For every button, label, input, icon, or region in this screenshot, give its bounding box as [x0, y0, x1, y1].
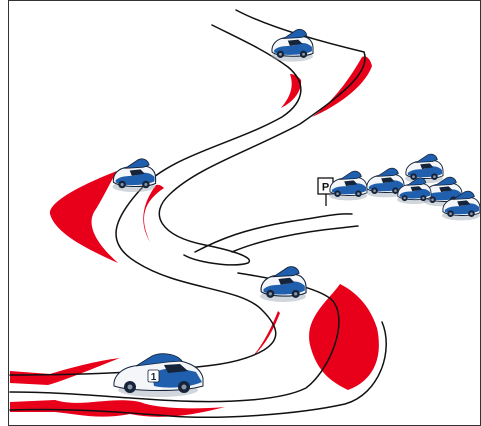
track-car-mid: [260, 267, 306, 302]
track-car-upper-left: [112, 159, 155, 192]
track-car-top: [271, 29, 313, 61]
parking-sign-letter: P: [322, 182, 329, 194]
parked-car-1: [329, 171, 367, 200]
race-car-lead: 1: [114, 354, 203, 397]
race-car-number: 1: [151, 372, 157, 383]
track-cars: 1: [112, 29, 313, 397]
curb-mid-right: [143, 185, 164, 242]
curb-bottom-left-top: [10, 358, 120, 385]
road-edge-outer: [10, 25, 301, 375]
red-curbs: [10, 56, 379, 416]
parked-cars: [329, 154, 480, 220]
road-junction-a: [195, 214, 352, 252]
curb-left-hairpin: [50, 171, 118, 263]
curb-bottom-left-bottom: [10, 400, 225, 417]
